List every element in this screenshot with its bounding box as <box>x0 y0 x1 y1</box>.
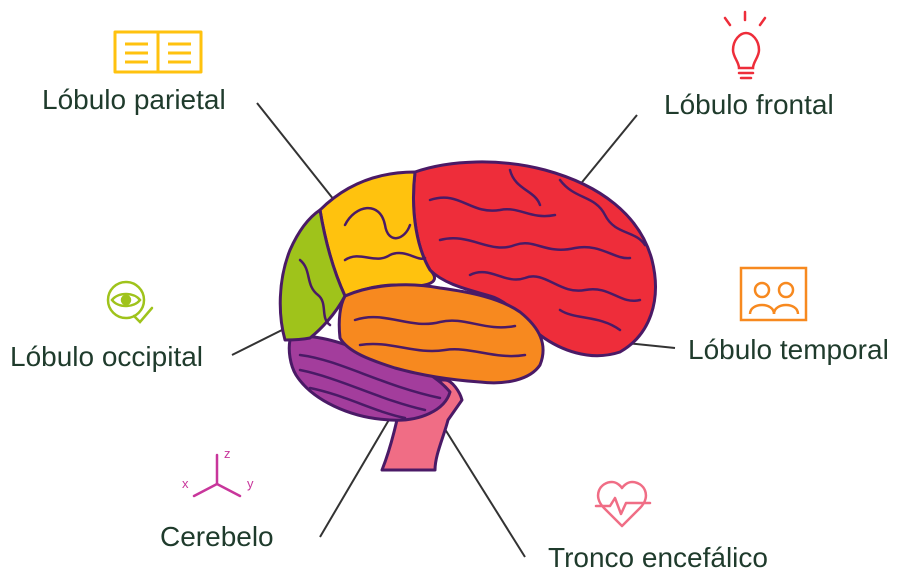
eye-check-icon <box>108 282 152 322</box>
heartbeat-icon <box>596 482 650 526</box>
3d-axes-icon <box>194 455 240 496</box>
label-parietal: Lóbulo parietal <box>42 86 226 114</box>
label-brainstem: Tronco encefálico <box>548 544 768 572</box>
axis-z-label: z <box>224 446 231 461</box>
brain <box>280 162 655 470</box>
light-bulb-icon <box>725 12 765 78</box>
label-frontal: Lóbulo frontal <box>664 91 834 119</box>
axis-y-label: y <box>247 476 254 491</box>
leader-line-cerebellum <box>320 418 390 537</box>
label-temporal: Lóbulo temporal <box>688 336 889 364</box>
leader-line-parietal <box>257 103 338 205</box>
open-book-icon <box>115 32 201 72</box>
axis-x-label: x <box>182 476 189 491</box>
label-occipital: Lóbulo occipital <box>10 343 203 371</box>
people-frame-icon <box>741 268 806 320</box>
label-cerebellum: Cerebelo <box>160 523 274 551</box>
leader-line-brainstem <box>438 418 525 557</box>
